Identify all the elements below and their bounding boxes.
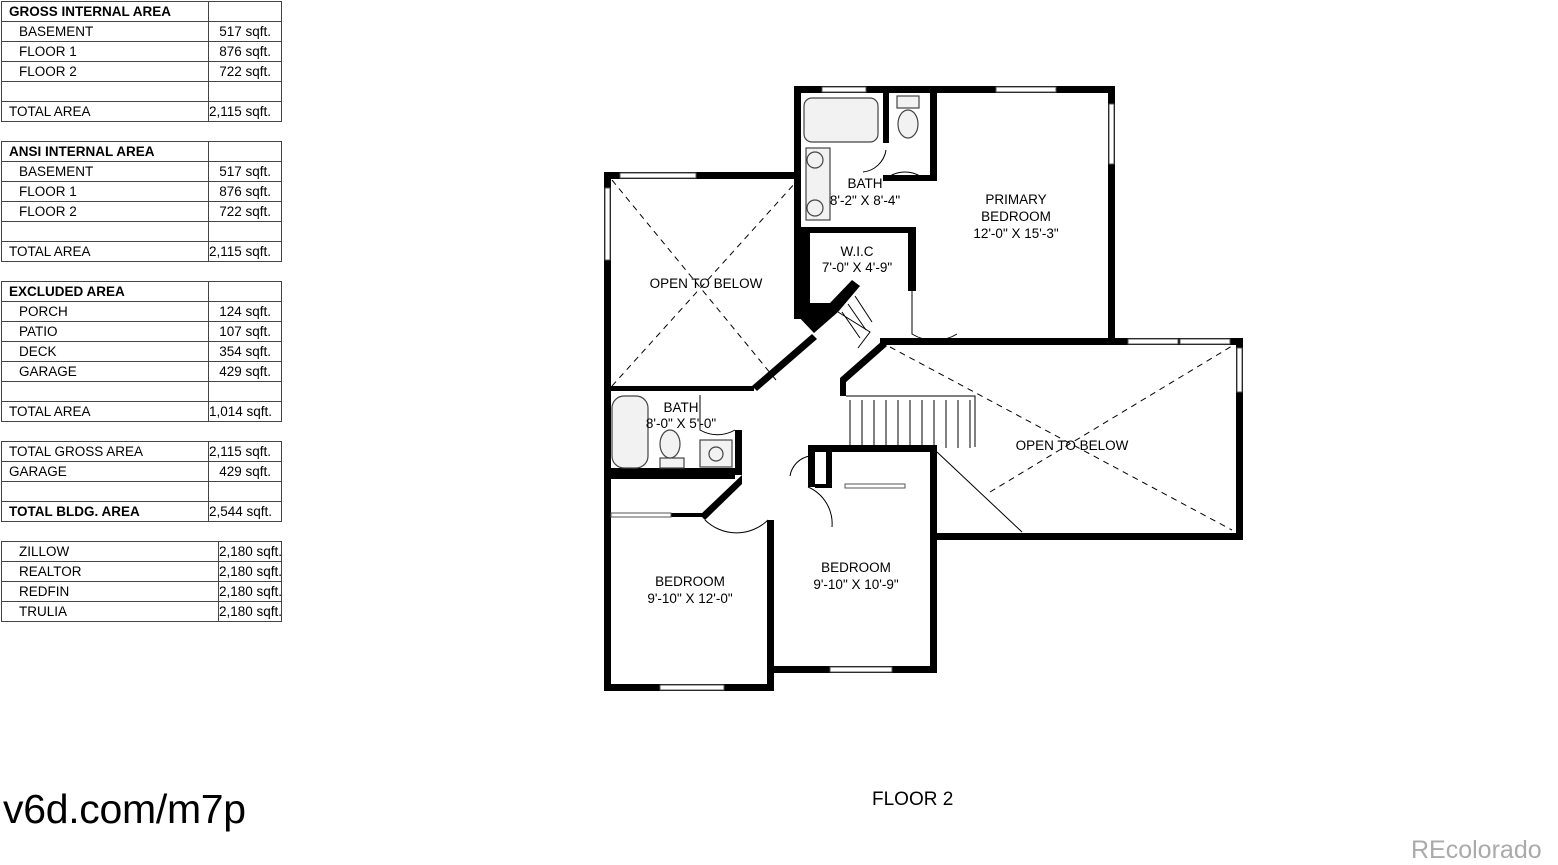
wic-name: W.I.C — [841, 244, 874, 259]
floor-label: FLOOR 2 — [872, 789, 954, 810]
primary-bedroom-line2: BEDROOM — [981, 209, 1051, 224]
fixtures — [611, 95, 920, 469]
wic-dims: 7'-0" X 4'-9" — [822, 260, 892, 275]
bedroom-left-dims: 9'-10" X 12'-0" — [647, 591, 732, 606]
row-value: 429 sqft. — [208, 461, 282, 482]
open-to-below-lines — [611, 179, 1233, 531]
hall-bathtub — [611, 395, 649, 469]
bedroom-left-name: BEDROOM — [655, 574, 725, 589]
row-value: 1,014 sqft. — [208, 401, 282, 422]
row-label: TOTAL AREA — [1, 101, 209, 122]
row-value: 2,180 sqft. — [218, 601, 282, 622]
windows — [604, 86, 1243, 691]
row-label: TOTAL AREA — [1, 241, 209, 262]
table-row: GROSS INTERNAL AREA — [1, 1, 282, 22]
row-value: 107 sqft. — [208, 321, 282, 342]
stairs — [837, 295, 1023, 533]
short-url[interactable]: v6d.com/m7p — [3, 786, 246, 832]
row-label: PORCH — [1, 301, 209, 322]
bath-hall-name: BATH — [663, 400, 698, 415]
row-value: 2,544 sqft. — [208, 501, 282, 522]
open-left-name: OPEN TO BELOW — [650, 276, 763, 291]
hall-toilet — [659, 429, 681, 459]
bath-primary-dims: 8'-2" X 8'-4" — [830, 193, 900, 208]
row-value: 2,115 sqft. — [208, 441, 282, 462]
open-right-name: OPEN TO BELOW — [1016, 438, 1129, 453]
room-labels: BATH 8'-2" X 8'-4" PRIMARY BEDROOM 12'-0… — [646, 176, 1129, 606]
row-value: 2,115 sqft. — [208, 241, 282, 262]
row-value: 876 sqft. — [208, 181, 282, 202]
bath-primary-name: BATH — [847, 176, 882, 191]
primary-bedroom-line1: PRIMARY — [985, 192, 1046, 207]
primary-toilet — [897, 109, 919, 139]
bedroom-mid-name: BEDROOM — [821, 560, 891, 575]
bedroom-mid-dims: 9'-10" X 10'-9" — [813, 577, 898, 592]
row-label: TOTAL AREA — [1, 401, 209, 422]
bath-hall-dims: 8'-0" X 5'-0" — [646, 416, 716, 431]
row-value: 722 sqft. — [208, 61, 282, 82]
row-value: 2,180 sqft. — [218, 541, 282, 562]
row-label: TRULIA — [1, 601, 219, 622]
row-value: 876 sqft. — [208, 41, 282, 62]
row-value: 2,180 sqft. — [218, 561, 282, 582]
watermark-logo: REcolorado — [1411, 836, 1542, 864]
row-label: ANSI INTERNAL AREA — [1, 141, 209, 162]
table-row: ANSI INTERNAL AREA — [1, 141, 282, 162]
door-swings — [699, 149, 958, 534]
primary-bedroom-dims: 12'-0" X 15'-3" — [973, 226, 1058, 241]
row-value: 2,115 sqft. — [208, 101, 282, 122]
primary-bathtub — [803, 97, 879, 143]
